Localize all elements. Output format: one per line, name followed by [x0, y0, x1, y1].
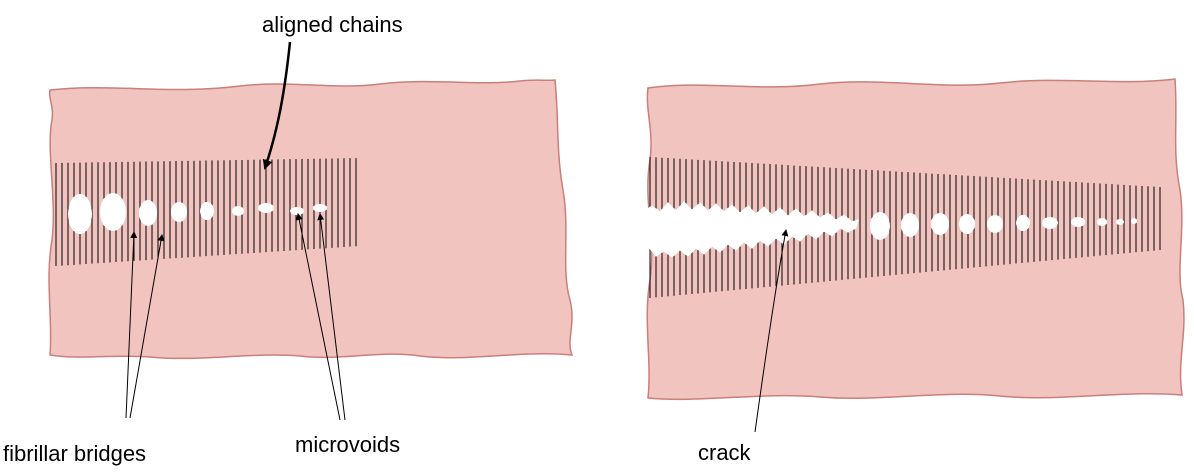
microvoid	[901, 213, 919, 237]
microvoid	[959, 214, 975, 234]
label-aligned-chains: aligned chains	[262, 12, 403, 37]
microvoid	[1097, 218, 1107, 226]
microvoid	[200, 202, 214, 220]
microvoid	[987, 215, 1003, 233]
microvoid	[258, 203, 274, 213]
microvoid	[870, 212, 890, 240]
label-microvoids: microvoids	[295, 432, 400, 457]
microvoid	[1116, 219, 1124, 225]
microvoid	[1071, 217, 1085, 227]
label-crack: crack	[698, 440, 752, 465]
microvoid	[931, 213, 949, 235]
microvoid	[313, 204, 327, 212]
microvoid	[68, 194, 92, 234]
microvoid	[1131, 218, 1137, 224]
microvoid	[139, 200, 157, 226]
microvoid	[1042, 217, 1058, 229]
microvoid	[232, 206, 244, 216]
microvoid	[171, 202, 187, 222]
crack-panel	[638, 79, 1184, 399]
polymer-sheet-left	[49, 80, 572, 358]
craze-panel	[49, 80, 572, 358]
microvoid	[100, 193, 126, 231]
microvoid	[1016, 215, 1030, 231]
label-fibrillar-bridges: fibrillar bridges	[3, 441, 146, 466]
microvoid	[290, 207, 304, 215]
